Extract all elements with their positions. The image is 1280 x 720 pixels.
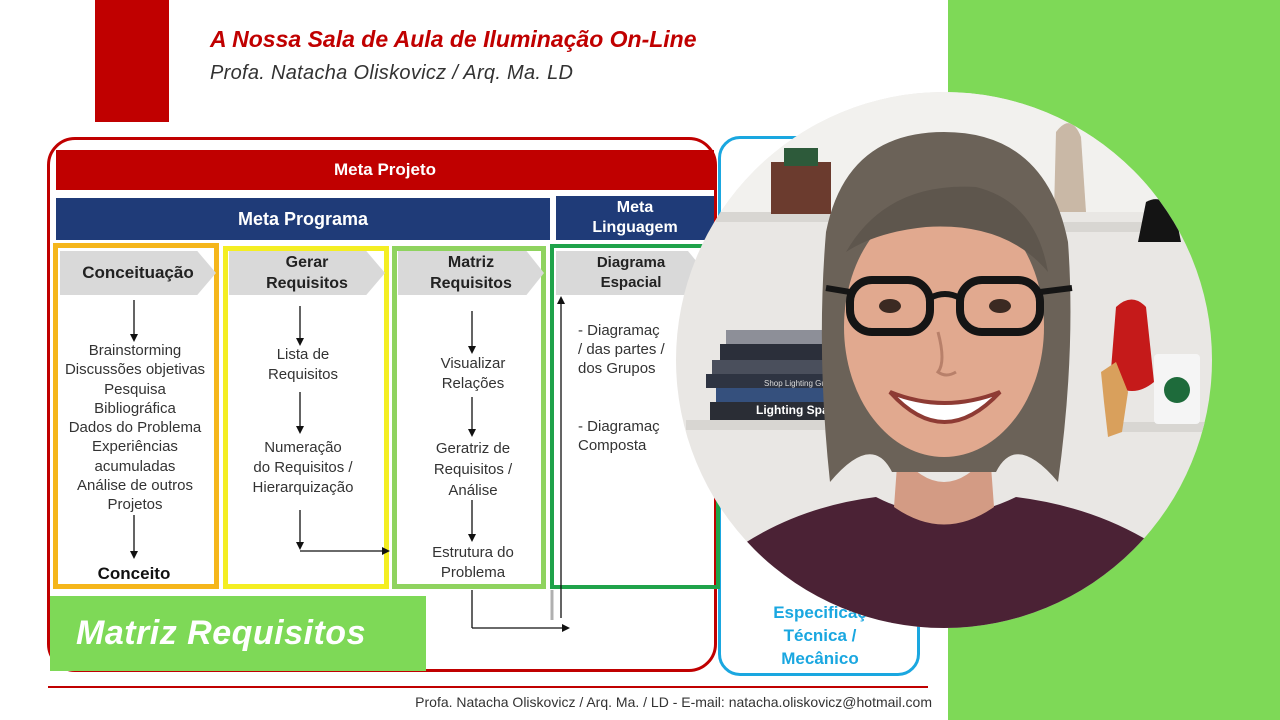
lista-de-requisitos: Lista de Requisitos xyxy=(267,346,339,383)
column-gerar-requisitos xyxy=(223,246,389,589)
footer-text: Profa. Natacha Oliskovicz / Arq. Ma. / L… xyxy=(415,694,932,710)
flow-arrows xyxy=(130,296,570,632)
meta-linguagem-band: Meta Linguagem xyxy=(556,196,714,240)
numeracao-requisitos: Numeração do Requisitos / Hierarquização xyxy=(252,439,354,496)
conceituacao-body: Brainstorming Discussões objetivas Pesqu… xyxy=(64,342,206,514)
diagramacao-partes: - Diagramaç / das partes / dos Grupos xyxy=(578,322,665,377)
meta-projeto-band: Meta Projeto xyxy=(56,150,714,190)
column-conceituacao xyxy=(53,243,219,589)
heading-conceituacao: Conceituação xyxy=(60,251,216,295)
book-spine-2: Lighting Spa xyxy=(756,403,829,417)
column-matriz-requisitos xyxy=(392,246,546,589)
slide-subtitle: Profa. Natacha Oliskovicz / Arq. Ma. LD xyxy=(210,62,574,84)
visualizar-relacoes: Visualizar Relações xyxy=(440,355,506,392)
caption-banner: Matriz Requisitos xyxy=(50,596,426,671)
footer-divider xyxy=(48,686,928,688)
presenter-photo: Shop Lighting Guide Book Lighting Spa xyxy=(676,92,1212,628)
heading-matriz-requisitos: Matriz Requisitos xyxy=(398,251,544,295)
heading-gerar-requisitos: Gerar Requisitos xyxy=(229,251,385,295)
geratriz-requisitos: Geratriz de Requisitos / Análise xyxy=(433,440,513,499)
conceito-label: Conceito xyxy=(97,564,171,583)
slide-title: A Nossa Sala de Aula de Iluminação On-Li… xyxy=(210,26,697,52)
heading-diagrama-espacial: Diagrama Espacial xyxy=(556,251,706,295)
meta-programa-band: Meta Programa xyxy=(56,198,550,240)
red-accent-block xyxy=(95,0,169,122)
presenter-illustration: Shop Lighting Guide Book Lighting Spa xyxy=(676,92,1212,628)
book-spine-1: Shop Lighting Guide Book xyxy=(764,379,858,388)
caption-text: Matriz Requisitos xyxy=(76,614,366,652)
diagramacao-composta: - Diagramaç Composta xyxy=(578,418,660,454)
estrutura-do-problema: Estrutura do Problema xyxy=(432,544,514,581)
